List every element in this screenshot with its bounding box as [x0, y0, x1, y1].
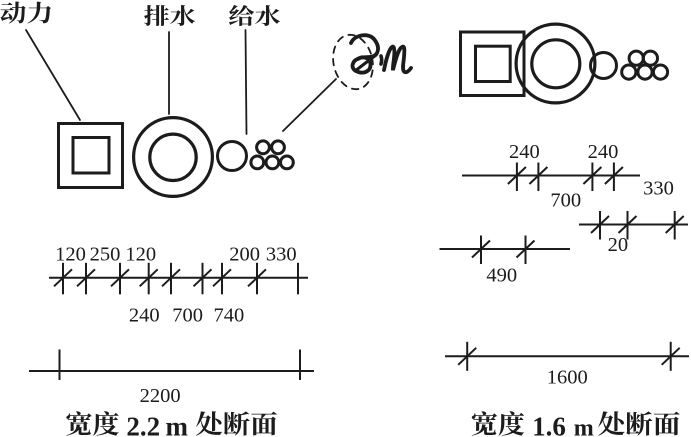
svg-text:240: 240: [588, 141, 619, 163]
svg-text:330: 330: [643, 178, 674, 200]
svg-text:120: 120: [55, 243, 86, 265]
svg-text:2.2: 2.2: [126, 411, 160, 437]
svg-text:490: 490: [486, 265, 517, 287]
svg-text:700: 700: [550, 190, 581, 212]
svg-text:120: 120: [125, 243, 156, 265]
svg-text:240: 240: [509, 141, 540, 163]
svg-text:240: 240: [129, 304, 160, 326]
svg-text:250: 250: [90, 243, 121, 265]
svg-text:700: 700: [172, 304, 203, 326]
svg-text:20: 20: [608, 234, 629, 256]
svg-text:1600: 1600: [547, 367, 588, 389]
svg-text:1.6: 1.6: [532, 411, 566, 437]
svg-text:m: m: [574, 415, 594, 437]
svg-text:2200: 2200: [140, 385, 181, 407]
svg-text:m: m: [165, 411, 188, 437]
svg-text:740: 740: [214, 304, 245, 326]
svg-text:200: 200: [229, 243, 260, 265]
svg-text:330: 330: [266, 243, 297, 265]
